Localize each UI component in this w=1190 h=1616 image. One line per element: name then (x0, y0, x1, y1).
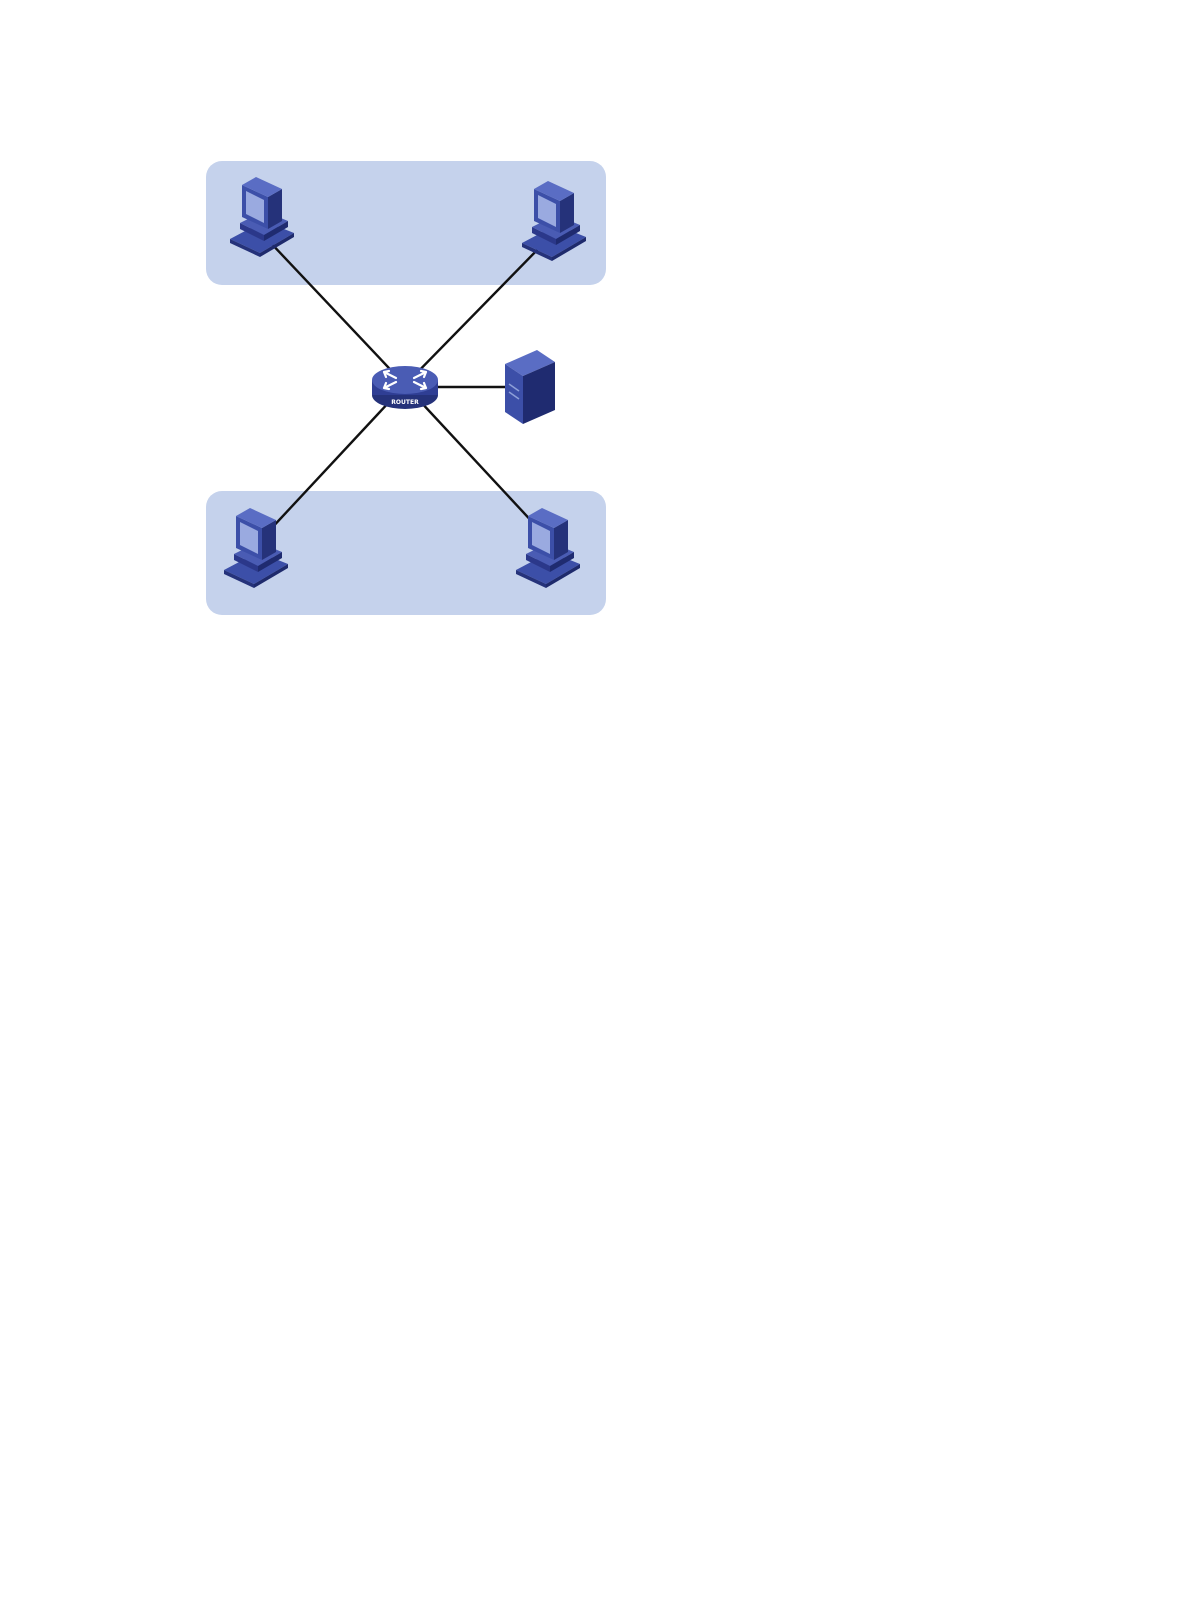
router-icon: ROUTER (372, 366, 438, 409)
router-label: ROUTER (391, 399, 419, 406)
server-icon (505, 350, 555, 424)
